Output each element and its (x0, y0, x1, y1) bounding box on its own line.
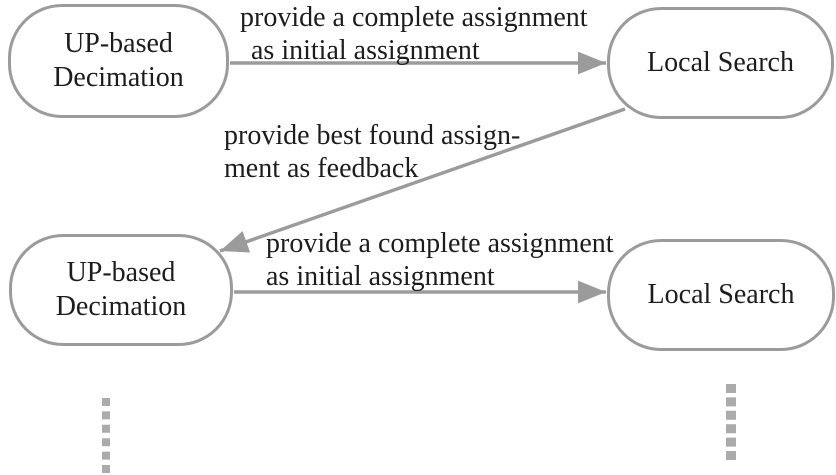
node-local-search-2: Local Search (607, 239, 835, 351)
edge-label-feedback: provide best found assign- ment as feedb… (224, 119, 520, 185)
arrow-feedback-diagonal (219, 107, 626, 253)
edge-label-line: as initial assignment (266, 261, 495, 292)
node-label-line: Local Search (647, 279, 795, 310)
edge-label-bottom-initial-assignment: provide a complete assignment as initial… (266, 227, 614, 293)
node-label-line: UP-based (66, 257, 176, 288)
edge-label-line: as initial assignment (251, 35, 480, 66)
node-label-line: Decimation (55, 291, 187, 322)
node-label-line: Decimation (53, 62, 184, 93)
edge-label-line: ment as feedback (224, 153, 419, 184)
node-local-search-1: Local Search (607, 7, 834, 119)
edge-label-line: provide best found assign- (224, 120, 521, 151)
node-up-based-decimation-2: UP-based Decimation (9, 234, 233, 346)
node-label-line: Local Search (647, 47, 794, 78)
node-label-line: UP-based (64, 28, 173, 59)
edge-label-top-initial-assignment: provide a complete assignment as initial… (240, 1, 588, 67)
node-up-based-decimation-1: UP-based Decimation (8, 4, 229, 118)
edge-label-line: provide a complete assignment (240, 2, 588, 33)
edge-label-line: provide a complete assignment (266, 228, 614, 259)
